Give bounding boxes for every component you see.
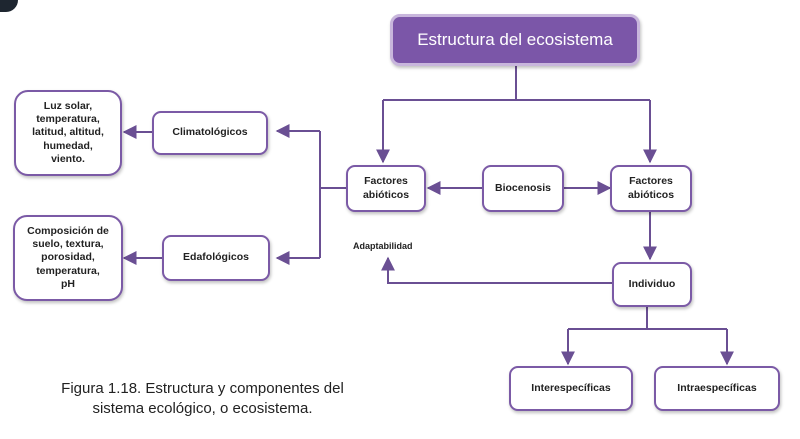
suelo-detail-node: Composición de suelo, textura, porosidad… bbox=[13, 215, 123, 301]
factores-abioticos-left-node: Factores abióticos bbox=[346, 165, 426, 212]
individuo-node: Individuo bbox=[612, 262, 692, 307]
clima-detail-node: Luz solar, temperatura, latitud, altitud… bbox=[14, 90, 122, 176]
title-node: Estructura del ecosistema bbox=[390, 14, 640, 66]
window-corner bbox=[0, 0, 18, 12]
biocenosis-node: Biocenosis bbox=[482, 165, 564, 212]
adaptabilidad-label: Adaptabilidad bbox=[353, 241, 413, 251]
arrow-adaptabilidad bbox=[381, 256, 612, 284]
caption-line-2: sistema ecológico, o ecosistema. bbox=[92, 399, 313, 417]
figure-caption: Figura 1.18. Estructura y componentes de… bbox=[30, 379, 375, 418]
intraespecificas-node: Intraespecíficas bbox=[654, 366, 780, 411]
caption-line-1: Figura 1.18. Estructura y componentes de… bbox=[61, 380, 344, 397]
factores-abioticos-right-node: Factores abióticos bbox=[610, 165, 692, 212]
interespecificas-node: Interespecíficas bbox=[509, 366, 633, 411]
climatologicos-node: Climatológicos bbox=[152, 111, 268, 155]
edafologicos-node: Edafológicos bbox=[162, 235, 270, 281]
